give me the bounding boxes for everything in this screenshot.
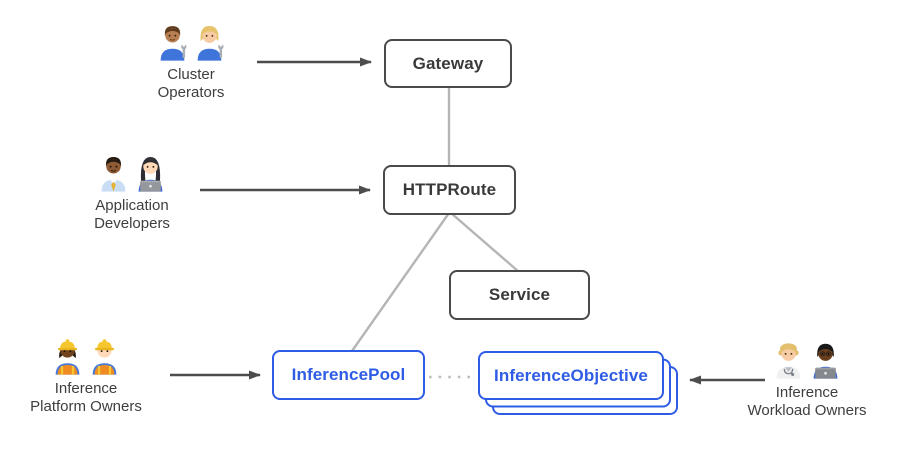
man-technologist-icon (813, 343, 838, 379)
persona-application-developers: Application Developers (57, 152, 207, 232)
inference-platform-owners-line1: Inference (54, 380, 118, 397)
persona-inference-platform-owners: Inference Platform Owners (1, 335, 171, 415)
node-inference-objective-label: InferenceObjective (494, 365, 648, 385)
woman-construction-worker-icon (55, 339, 80, 375)
node-inference-objective-stack: InferenceObjective (478, 351, 678, 415)
inference-platform-owners-line2: Platform Owners (30, 397, 142, 415)
node-inference-pool-label: InferencePool (291, 365, 406, 384)
node-inference-pool: InferencePool (272, 350, 425, 400)
inference-workload-owners-line1: Inference (775, 384, 839, 401)
woman-mechanic-icon (197, 26, 224, 61)
edge-httproute-inferencepool (351, 212, 450, 352)
cluster-operators-icons (156, 21, 226, 61)
inference-workload-owners-label: Inference Workload Owners (748, 384, 867, 419)
cluster-operators-line1: Cluster (167, 66, 215, 83)
persona-inference-workload-owners: Inference Workload Owners (722, 339, 892, 419)
node-service-label: Service (488, 285, 551, 304)
application-developers-label: Application Developers (94, 197, 170, 232)
man-office-worker-icon (101, 157, 126, 192)
inference-workload-owners-icons (772, 339, 842, 379)
cluster-operators-label: Cluster Operators (158, 66, 225, 101)
application-developers-icons (97, 152, 167, 192)
inference-workload-owners-line2: Workload Owners (747, 401, 867, 419)
cluster-operators-line2: Operators (157, 83, 225, 101)
application-developers-line2: Developers (94, 214, 170, 232)
health-worker-icon (776, 343, 801, 379)
man-mechanic-icon (160, 26, 187, 61)
node-httproute: HTTPRoute (383, 165, 516, 215)
application-developers-line1: Application (95, 197, 169, 214)
node-gateway-label: Gateway (412, 53, 484, 73)
node-inference-objective: InferenceObjective (478, 351, 664, 400)
persona-cluster-operators: Cluster Operators (116, 21, 266, 101)
inference-platform-owners-label: Inference Platform Owners (30, 380, 142, 415)
node-gateway: Gateway (384, 39, 512, 88)
node-httproute-label: HTTPRoute (402, 180, 497, 199)
edge-httproute-service (450, 212, 520, 273)
man-construction-worker-icon (92, 339, 117, 375)
inference-platform-owners-icons (51, 335, 121, 375)
woman-technologist-icon (138, 157, 163, 192)
node-service: Service (449, 270, 590, 320)
